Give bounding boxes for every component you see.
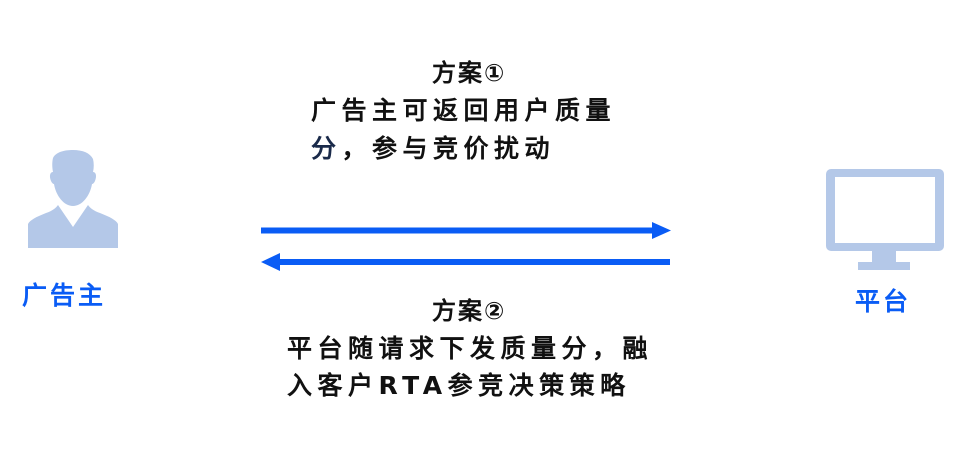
arrow-left-platform-to-advertiser (258, 251, 674, 273)
scheme1-title: 方案① (432, 59, 507, 87)
scheme1-line2: 分，参与竞价扰动 (311, 136, 555, 161)
scheme1-line2-rest: ，参与竞价扰动 (341, 134, 556, 163)
scheme1-line1: 广告主可返回用户质量 (311, 96, 617, 125)
scheme2-line2: 入客户RTA参竞决策策略 (287, 371, 631, 400)
scheme2-title: 方案② (432, 297, 507, 325)
scheme2-line1: 平台随请求下发质量分，融 (287, 334, 654, 363)
platform-label: 平台 (855, 287, 912, 316)
advertiser-person-icon (26, 150, 120, 250)
scheme1-line2-first: 分 (311, 134, 342, 163)
arrow-right-advertiser-to-platform (260, 220, 674, 242)
advertiser-label: 广告主 (22, 281, 107, 310)
platform-monitor-icon (826, 168, 946, 272)
